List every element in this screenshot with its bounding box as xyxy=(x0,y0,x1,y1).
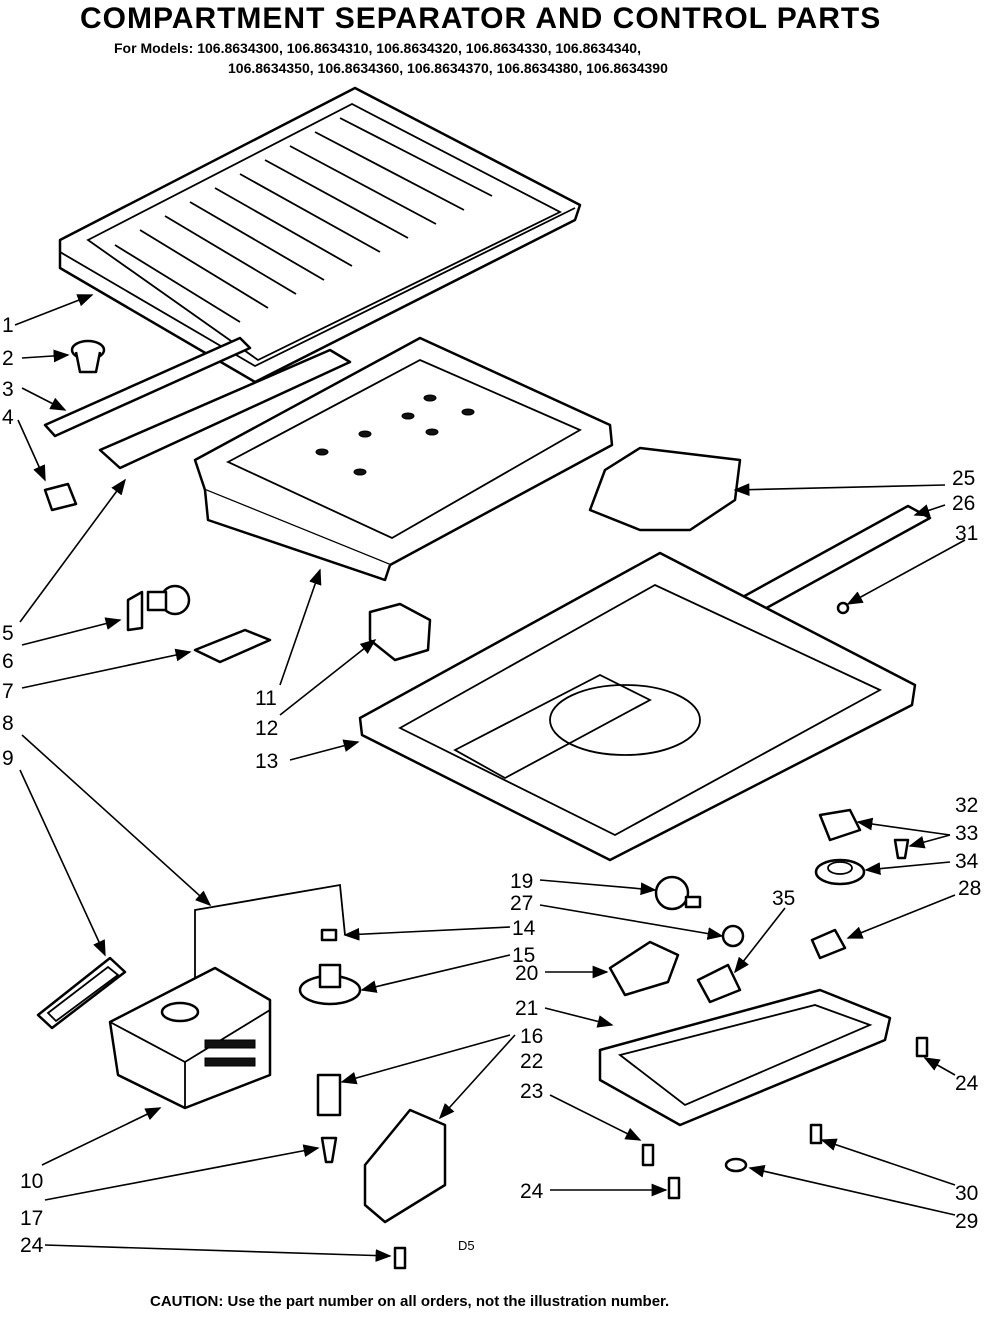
callout-3: 3 xyxy=(2,378,14,401)
part-23-screw xyxy=(641,1143,655,1167)
part-5-channel xyxy=(98,348,352,470)
callout-23: 23 xyxy=(520,1080,543,1103)
callout-22: 22 xyxy=(520,1050,543,1073)
part-21-control-tray xyxy=(598,988,892,1127)
part-8-capillary-tube xyxy=(194,883,346,980)
part-32-switch xyxy=(818,808,862,842)
leader-lines xyxy=(14,294,966,1262)
part-14-clip xyxy=(320,928,338,942)
part-1-separator-cover xyxy=(58,86,582,384)
part-19-lamp xyxy=(654,875,702,911)
part-27-socket xyxy=(721,924,745,948)
callout-17: 17 xyxy=(20,1207,43,1230)
callout-20: 20 xyxy=(515,962,538,985)
part-20-thermostat xyxy=(608,940,680,997)
callout-6: 6 xyxy=(2,650,14,673)
callout-32: 32 xyxy=(955,794,978,817)
callout-30: 30 xyxy=(955,1182,978,1205)
part-12-block xyxy=(368,602,432,662)
diagram-code: D5 xyxy=(458,1238,475,1253)
diagram-title: COMPARTMENT SEPARATOR AND CONTROL PARTS xyxy=(80,2,882,35)
callout-12: 12 xyxy=(255,717,278,740)
callout-15: 15 xyxy=(512,944,535,967)
callout-11: 11 xyxy=(255,687,277,710)
part-29-washer xyxy=(724,1157,748,1173)
part-30-screw xyxy=(809,1123,823,1145)
part-11-tray xyxy=(193,336,614,582)
callout-14: 14 xyxy=(512,917,536,940)
part-28-connector xyxy=(810,928,847,960)
callout-5: 5 xyxy=(2,622,14,645)
callout-31: 31 xyxy=(955,522,978,545)
part-17-screw xyxy=(320,1136,338,1164)
callout-9: 9 xyxy=(2,747,14,770)
part-31-screw xyxy=(836,601,850,615)
part-25-gasket xyxy=(588,446,742,532)
callout-24-bottom: 24 xyxy=(520,1180,544,1203)
part-3-rail xyxy=(43,336,252,438)
callout-2: 2 xyxy=(2,347,14,370)
part-7-bracket xyxy=(193,628,272,664)
callout-35: 35 xyxy=(772,887,795,910)
callout-29: 29 xyxy=(955,1210,978,1233)
callout-24-left: 24 xyxy=(20,1234,44,1257)
callout-16: 16 xyxy=(520,1025,543,1048)
callout-numbers: 1 2 3 4 5 6 7 8 9 10 11 12 13 14 15 16 1… xyxy=(2,314,981,1257)
part-6-fitting xyxy=(126,584,191,632)
callout-21: 21 xyxy=(515,997,538,1020)
model-list-line-1: For Models: 106.8634300, 106.8634310, 10… xyxy=(114,40,641,56)
part-24-screw-c xyxy=(393,1246,407,1270)
callout-8: 8 xyxy=(2,712,14,735)
callout-1: 1 xyxy=(2,314,14,337)
callout-19: 19 xyxy=(510,870,533,893)
part-24-screw-b xyxy=(667,1176,681,1200)
part-15-dial xyxy=(298,963,362,1006)
callout-4: 4 xyxy=(2,406,14,429)
callout-24-right: 24 xyxy=(955,1072,979,1095)
part-4-block xyxy=(43,482,78,512)
part-13-base-panel xyxy=(358,551,917,862)
model-list-line-2: 106.8634350, 106.8634360, 106.8634370, 1… xyxy=(228,60,668,76)
part-34-knob xyxy=(814,858,866,886)
callout-27: 27 xyxy=(510,892,533,915)
callout-33: 33 xyxy=(955,822,978,845)
caution-note: CAUTION: Use the part number on all orde… xyxy=(150,1293,670,1310)
part-9-gasket xyxy=(36,956,127,1030)
part-33-screw xyxy=(893,838,910,860)
callout-13: 13 xyxy=(255,750,278,773)
part-2-plug xyxy=(70,339,106,374)
part-24-screw-a xyxy=(915,1036,929,1058)
part-22-bracket xyxy=(363,1108,447,1224)
callout-7: 7 xyxy=(2,680,14,703)
callout-10: 10 xyxy=(20,1170,43,1193)
callout-26: 26 xyxy=(952,492,975,515)
callout-34: 34 xyxy=(955,850,979,873)
callout-28: 28 xyxy=(958,877,981,900)
part-10-control-housing xyxy=(108,966,272,1110)
part-35-switch xyxy=(696,963,742,1004)
part-16-shaft xyxy=(316,1073,342,1117)
callout-25: 25 xyxy=(952,467,975,490)
